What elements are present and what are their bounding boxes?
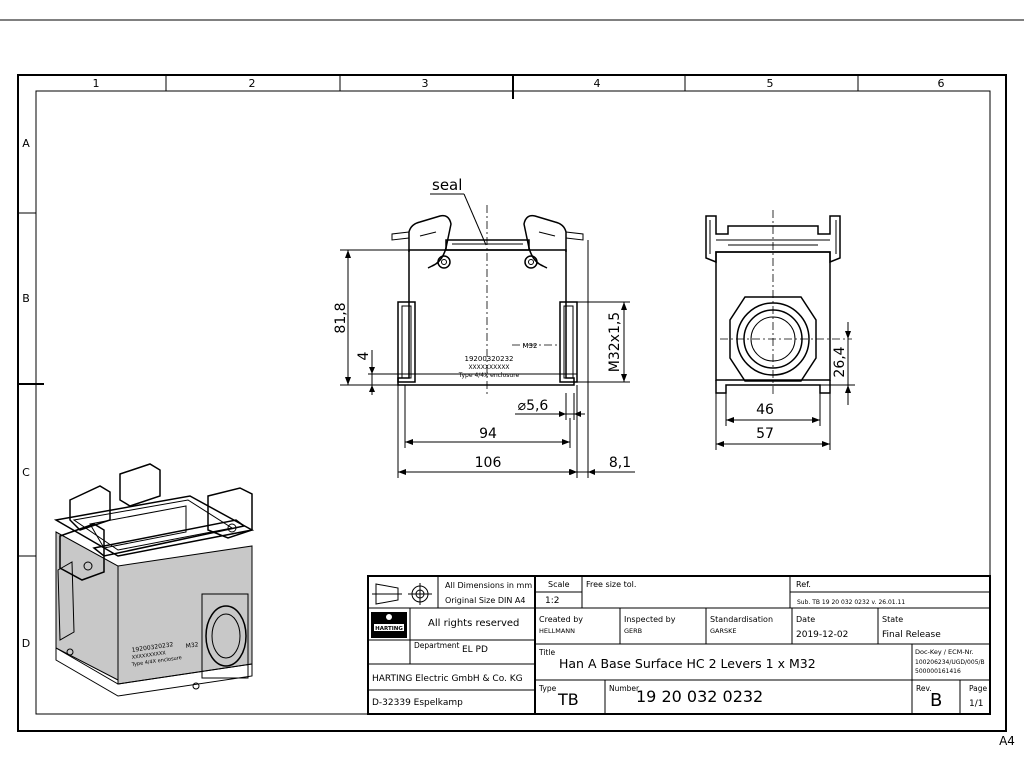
rev-label: Rev. (916, 684, 932, 693)
ref-label: Ref. (796, 580, 811, 589)
column-label: 3 (422, 77, 429, 90)
scale-value: 1:2 (545, 596, 559, 606)
title-label: Title (538, 648, 555, 657)
doc-key-label: Doc-Key / ECM-Nr. (915, 648, 974, 656)
inspected-label: Inspected by (624, 615, 676, 624)
date-label: Date (796, 615, 815, 624)
housing-marking: Type 4/4X enclosure (458, 372, 520, 379)
department-label: Department (414, 641, 459, 650)
type-label: Type (538, 684, 557, 693)
dimension-label: 81,8 (333, 302, 349, 333)
iso-housing-marking: XXXXXXXXXX (131, 650, 166, 661)
dimension-label: 4 (356, 351, 372, 360)
drawing-title: Han A Base Surface HC 2 Levers 1 x M32 (559, 656, 816, 671)
ref-value: Sub. TB 19 20 032 0232 v. 26.01.11 (797, 599, 905, 606)
column-label: 6 (938, 77, 945, 90)
dimension-label: 46 (756, 402, 774, 418)
column-label: 1 (93, 77, 100, 90)
column-label: 2 (249, 77, 256, 90)
dimension-label: M32x1,5 (607, 312, 623, 372)
ecm-number: 500000161416 (915, 668, 961, 675)
sheet-frame (0, 19, 1024, 732)
standardisation-value: GARSKE (710, 627, 737, 635)
side-view (705, 210, 855, 450)
created-value: HELLMANN (539, 627, 575, 635)
doc-key-value: 100206234/UGD/005/B (915, 659, 985, 666)
drawing-number: 19 20 032 0232 (636, 687, 763, 706)
column-label: 5 (767, 77, 774, 90)
page-label: Page (969, 684, 988, 693)
dimension-label: 8,1 (609, 455, 631, 471)
row-label: C (22, 466, 30, 479)
state-label: State (882, 615, 903, 624)
dimensions-note: All Dimensions in mm (445, 581, 532, 590)
standardisation-label: Standardisation (710, 615, 773, 624)
housing-marking: XXXXXXXXXX (468, 364, 509, 371)
front-view (340, 193, 635, 478)
row-label: D (22, 637, 30, 650)
created-label: Created by (539, 615, 583, 624)
dimension-label: 57 (756, 426, 774, 442)
dimension-label: 94 (479, 426, 497, 442)
company-name: HARTING Electric GmbH & Co. KG (372, 674, 523, 684)
dimensions-note: Original Size DIN A4 (445, 596, 525, 605)
date-value: 2019-12-02 (796, 630, 848, 640)
seal-label: seal (432, 176, 462, 194)
company-address: D-32339 Espelkamp (372, 698, 463, 708)
dimension-label: 26,4 (832, 346, 848, 377)
row-label: B (22, 292, 30, 305)
sheet-size-label: A4 (999, 734, 1015, 748)
rights-text: All rights reserved (428, 618, 519, 629)
row-label: A (22, 137, 30, 150)
title-block (367, 575, 991, 715)
scale-label: Scale (548, 580, 570, 589)
number-label: Number (609, 684, 640, 693)
housing-marking: 19200320232 (465, 355, 514, 363)
department-value: EL PD (462, 645, 488, 655)
page-value: 1/1 (969, 699, 983, 709)
iso-entry-label: M32 (185, 641, 199, 650)
state-value: Final Release (882, 630, 941, 640)
column-label: 4 (594, 77, 601, 90)
dimension-label: 106 (475, 455, 502, 471)
entry-label: M32 (523, 342, 538, 350)
logo-lettering: HARTING (375, 626, 403, 632)
rev-value: B (930, 690, 942, 711)
type-value: TB (557, 690, 579, 709)
isometric-view (53, 463, 255, 697)
inspected-value: GERB (624, 627, 642, 635)
tolerance-label: Free size tol. (586, 580, 636, 589)
dimension-label: ⌀5,6 (518, 398, 549, 414)
